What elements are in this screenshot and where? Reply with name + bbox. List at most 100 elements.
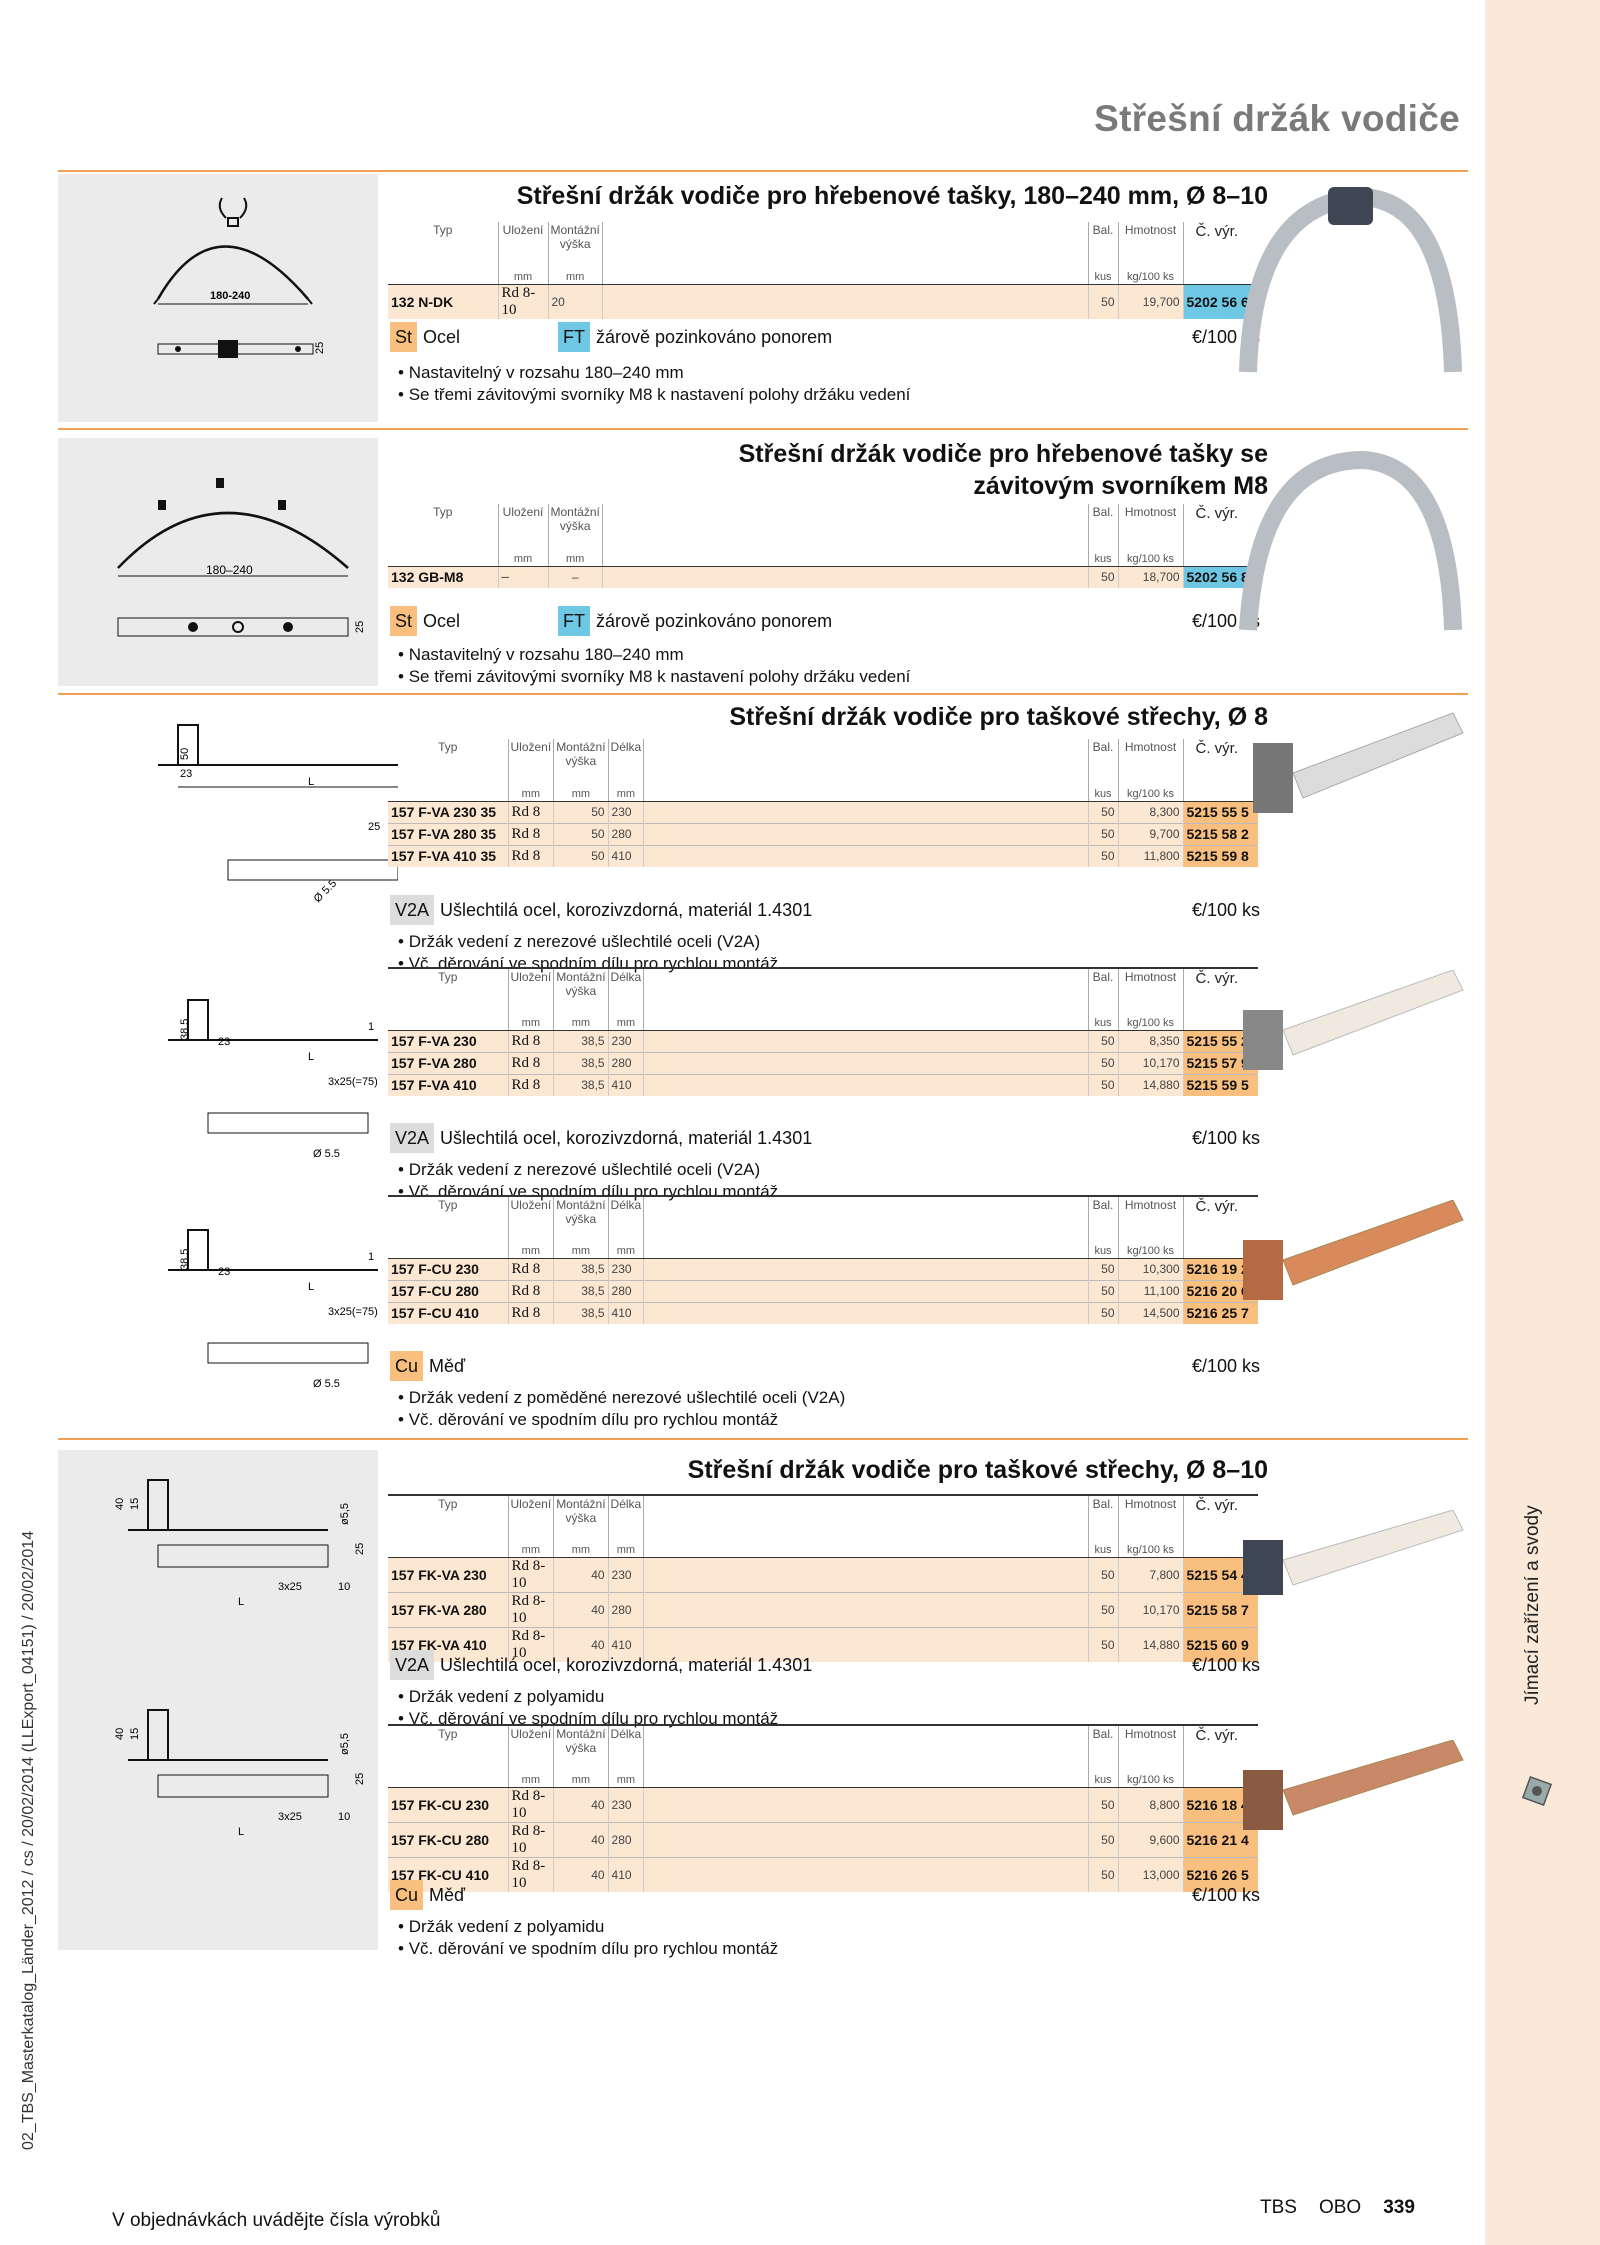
price-unit: €/100 ks bbox=[1191, 1885, 1260, 1905]
feature-list: Držák vedení z polyamidu Vč. děrování ve… bbox=[398, 1916, 1258, 1960]
tile-holder-8-10-drawing: 40 15 ø5,5 25 3x25 10 L 40 15 ø5,5 25 3x… bbox=[114, 1479, 366, 1838]
material-code: Cu bbox=[390, 1880, 424, 1910]
svg-text:L: L bbox=[308, 1051, 314, 1063]
section-tile-roof-holder-8-10: 40 15 ø5,5 25 3x25 10 L 40 15 ø5,5 25 3x… bbox=[58, 1438, 1468, 1958]
svg-text:10: 10 bbox=[338, 1581, 350, 1593]
section-ridge-holder-m8: 180–240 25 Střešní držák vodiče pro hřeb… bbox=[58, 428, 1468, 690]
price-unit: €/100 ks bbox=[1191, 900, 1260, 920]
section-ridge-holder-180-240: 180-240 25 Střešní držák vodiče pro hřeb… bbox=[58, 170, 1468, 424]
svg-text:3x25: 3x25 bbox=[278, 1581, 302, 1593]
article-number: 5216 26 5 bbox=[1182, 1856, 1258, 1892]
svg-text:40: 40 bbox=[114, 1498, 126, 1510]
svg-text:15: 15 bbox=[129, 1728, 141, 1740]
feature-list: Nastavitelný v rozsahu 180–240 mm Se tře… bbox=[398, 644, 1258, 688]
svg-text:40: 40 bbox=[114, 1728, 126, 1740]
right-sidebar bbox=[1485, 0, 1600, 2245]
page-title: Střešní držák vodiče bbox=[1094, 98, 1460, 139]
section-title: Střešní držák vodiče pro hřebenové tašky… bbox=[738, 440, 1268, 500]
article-number: 5215 58 2 bbox=[1182, 822, 1258, 845]
technical-drawing: 180–240 25 bbox=[58, 438, 378, 686]
ridge-holder-drawing: 180-240 25 bbox=[153, 197, 326, 358]
article-number: 5215 55 2 bbox=[1182, 1029, 1258, 1052]
feature-list: Držák vedení z polyamidu Vč. děrování ve… bbox=[398, 1686, 1258, 1730]
svg-text:25: 25 bbox=[354, 1773, 366, 1785]
svg-text:Ø 5.5: Ø 5.5 bbox=[313, 1378, 340, 1390]
svg-text:ø5,5: ø5,5 bbox=[339, 1733, 351, 1755]
svg-text:38.5: 38.5 bbox=[179, 1019, 191, 1040]
svg-text:3x25(=75): 3x25(=75) bbox=[328, 1076, 378, 1088]
product-photo bbox=[1243, 1200, 1464, 1300]
feature-list: Nastavitelný v rozsahu 180–240 mm Se tře… bbox=[398, 362, 1258, 406]
article-number: 5216 21 4 bbox=[1182, 1821, 1258, 1857]
ridge-holder-m8-drawing: 180–240 25 bbox=[117, 478, 366, 637]
svg-text:10: 10 bbox=[338, 1811, 350, 1823]
price-unit: €/100 ks bbox=[1191, 1356, 1260, 1376]
svg-text:23: 23 bbox=[218, 1036, 230, 1048]
tile-holder-drawing-3: 38.5 23 L 1 3x25(=75) 25 Ø 5.5 bbox=[168, 1229, 378, 1390]
dimension-label: 180-240 bbox=[210, 290, 250, 302]
product-photo bbox=[1239, 450, 1462, 631]
dimension-label: 25 bbox=[314, 342, 326, 354]
article-number: 5216 20 6 bbox=[1182, 1279, 1258, 1302]
finish-code: FT bbox=[558, 322, 590, 352]
article-number: 5202 56 8 bbox=[1182, 565, 1258, 588]
svg-text:50: 50 bbox=[179, 748, 191, 760]
finish-code: FT bbox=[558, 606, 590, 636]
section-tile-roof-holder-8: 50 23 L 25 25 Ø 5.5 Střešní držák vodiče… bbox=[58, 693, 1468, 1438]
material-code: V2A bbox=[390, 1650, 435, 1680]
article-number: 5215 60 9 bbox=[1182, 1626, 1258, 1662]
technical-drawing: 180-240 25 bbox=[58, 174, 378, 422]
svg-text:L: L bbox=[238, 1596, 244, 1608]
article-number: 5215 57 9 bbox=[1182, 1051, 1258, 1074]
svg-text:L: L bbox=[308, 1281, 314, 1293]
tile-holder-drawing: 50 23 L 25 25 Ø 5.5 bbox=[158, 724, 398, 905]
svg-text:Ø 5.5: Ø 5.5 bbox=[313, 1148, 340, 1160]
svg-text:38.5: 38.5 bbox=[179, 1249, 191, 1270]
page-number: 339 bbox=[1383, 2197, 1415, 2218]
price-unit: €/100 ks bbox=[1191, 1128, 1260, 1148]
lightning-clip-icon bbox=[1521, 1775, 1553, 1807]
footer-note: V objednávkách uvádějte čísla výrobků bbox=[112, 2210, 441, 2231]
sidebar-chapter-label: Jímací zařízení a svody bbox=[1522, 1505, 1543, 1705]
price-unit: €/100 ks bbox=[1191, 1655, 1260, 1675]
material-code: Cu bbox=[390, 1351, 424, 1381]
product-photo bbox=[1243, 970, 1464, 1070]
material-code: St bbox=[390, 322, 418, 352]
svg-text:3x25: 3x25 bbox=[278, 1811, 302, 1823]
article-number: 5215 55 5 bbox=[1182, 800, 1258, 823]
product-photo bbox=[1253, 712, 1464, 813]
article-number: 5215 59 5 bbox=[1182, 1073, 1258, 1096]
dimension-label: 25 bbox=[354, 621, 366, 633]
svg-text:1: 1 bbox=[368, 1021, 374, 1033]
material-code: V2A bbox=[390, 1123, 435, 1153]
svg-text:Ø 5.5: Ø 5.5 bbox=[312, 878, 340, 905]
product-photo bbox=[1243, 1740, 1464, 1830]
article-number: 5202 56 6 bbox=[1182, 283, 1258, 319]
material-code: St bbox=[390, 606, 418, 636]
